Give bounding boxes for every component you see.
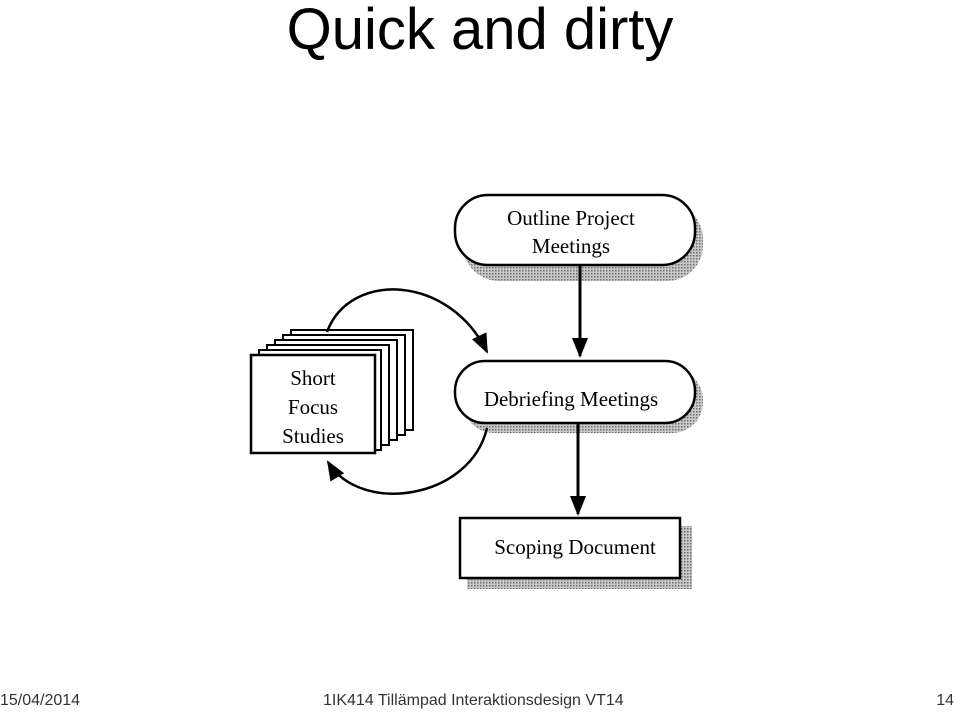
node-outline-project-meetings: Outline Project Meetings [453, 193, 703, 281]
slide-title: Quick and dirty [286, 0, 674, 62]
node-frame [453, 193, 697, 267]
node-frame [453, 359, 697, 425]
page-number: 14 [936, 692, 954, 709]
node-frame [458, 516, 682, 580]
node-label: Scoping Document [494, 535, 656, 559]
node-label: Debriefing Meetings [484, 387, 658, 411]
arrow-debriefing-to-focus [326, 427, 489, 495]
node-label-line2: Meetings [532, 234, 610, 258]
page-front [249, 353, 377, 455]
node-label-line3: Studies [282, 424, 344, 448]
node-debriefing-meetings: Debriefing Meetings [453, 359, 703, 433]
node-label-line2: Focus [288, 395, 338, 419]
node-short-focus-studies: Short Focus Studies [249, 329, 414, 455]
node-scoping-document: Scoping Document [458, 516, 692, 589]
arrow-focus-to-debriefing [325, 288, 489, 354]
footer-course: 1IK414 Tillämpad Interaktionsdesign VT14 [323, 692, 624, 709]
node-label-line1: Outline Project [507, 206, 635, 230]
footer-date: 15/04/2014 [0, 692, 81, 709]
node-label-line1: Short [290, 366, 336, 390]
